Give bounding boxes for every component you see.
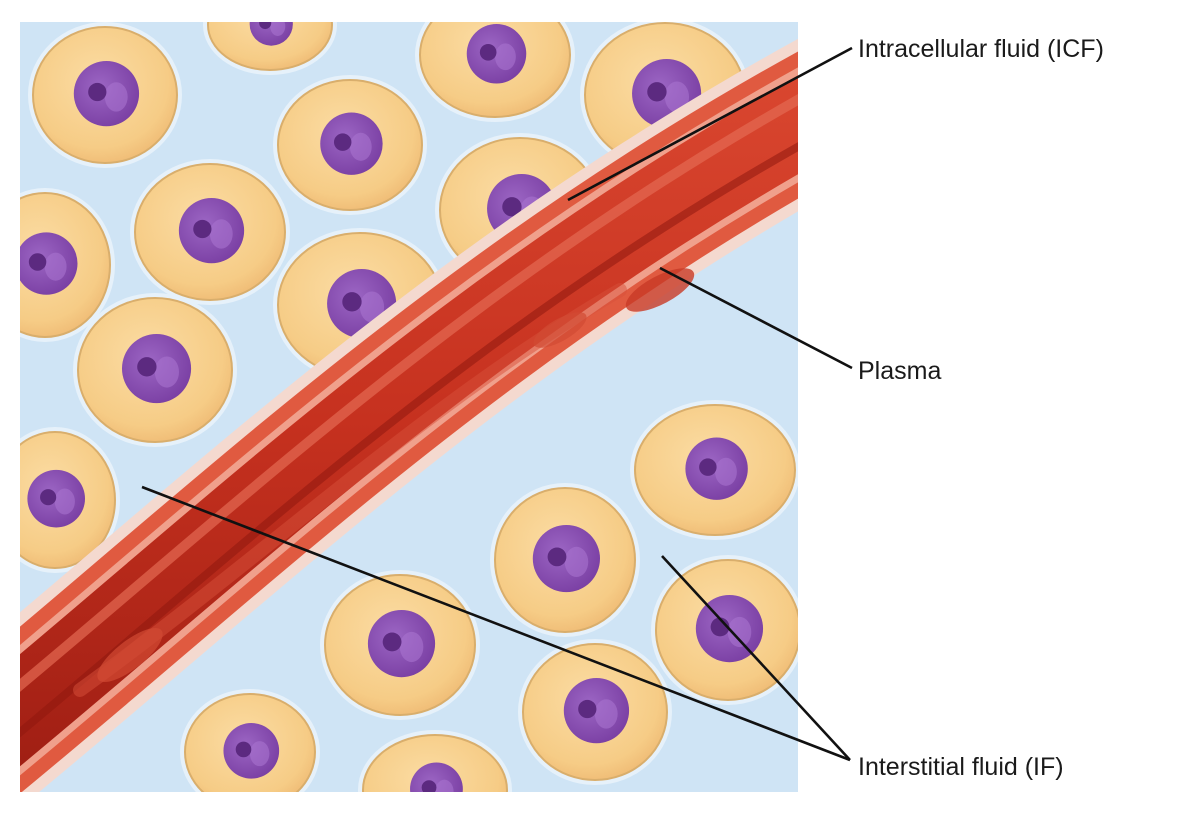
nucleolus [421,780,437,792]
cell [415,22,575,122]
nucleolus [547,547,567,567]
chromatin [249,741,270,767]
cell [320,570,480,720]
cell [630,400,798,540]
chromatin [359,291,385,323]
icf-label: Intracellular fluid (ICF) [858,35,1104,63]
nucleolus [28,253,47,271]
tissue-panel [20,22,798,792]
nucleolus [40,489,57,506]
chromatin [715,457,737,486]
nucleolus [382,632,402,652]
nucleolus [502,197,522,217]
chromatin [495,43,516,71]
red-blood-cell [97,628,163,682]
chromatin [270,22,286,36]
cell [651,555,798,705]
nucleolus [333,133,352,151]
cell [490,483,640,637]
nucleolus [88,82,107,102]
icf-leader-line [567,46,853,202]
red-blood-cell [625,268,695,312]
vessel-highlight [20,94,798,692]
interstitial-leader-line-1 [141,485,851,762]
cell [358,730,512,792]
nucleolus [235,741,252,758]
chromatin [664,81,690,113]
plasma-label: Plasma [858,357,941,385]
cells-group [20,22,798,792]
cell [28,22,182,168]
nucleolus [479,43,497,61]
leader-lines [141,46,853,762]
chromatin [727,616,752,648]
nucleolus [259,22,272,30]
red-blood-cell [533,312,587,348]
chromatin [54,488,75,515]
nucleolus [193,219,212,239]
chromatin [44,252,67,281]
chromatin [209,219,233,249]
chromatin [154,356,180,388]
blood-vessel [20,38,798,792]
cell-body [207,22,333,71]
nucleolus [137,357,157,377]
interstitial-leader-line-2 [661,555,851,761]
cell [20,427,120,573]
chromatin [349,132,372,161]
cell [203,22,337,75]
chromatin [435,779,454,792]
interstitial-fluid-label: Interstitial fluid (IF) [858,753,1064,781]
cell [73,293,237,447]
chromatin [104,82,128,112]
cell [130,159,290,305]
chromatin [399,631,424,663]
plasma-leader-line [659,266,853,370]
chromatin [564,546,589,578]
nucleolus [578,699,597,719]
nucleolus [699,458,717,476]
nucleolus [342,292,362,312]
vessel-lumen [20,75,798,767]
nucleolus [647,82,667,102]
cell [180,689,320,792]
chromatin [594,699,618,729]
cell [20,188,115,342]
cell [273,75,427,215]
